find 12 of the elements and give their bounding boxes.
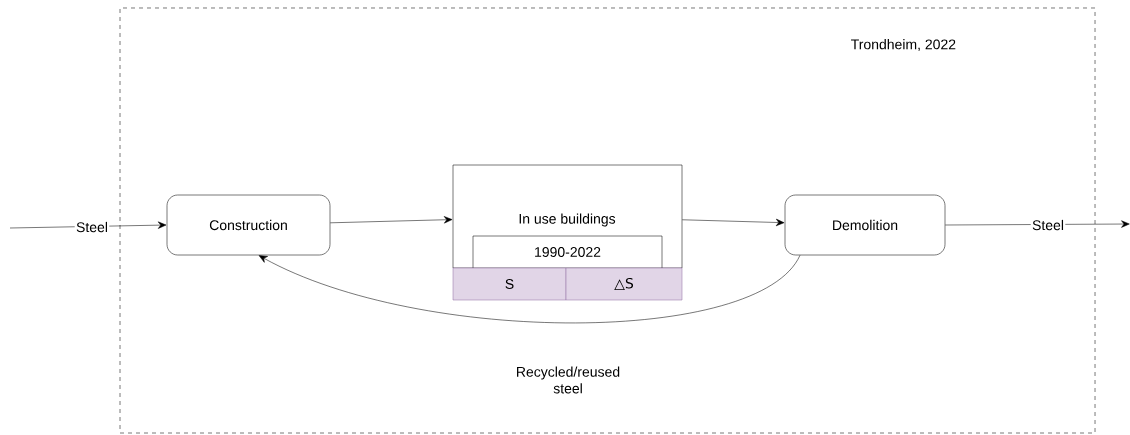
process-box: Construction (166, 194, 331, 256)
process-box: Demolition (784, 194, 946, 256)
stock-change-cell: △S (565, 267, 683, 301)
arrow (682, 218, 785, 227)
stock-cell: S (452, 267, 567, 301)
edge-label: Recycled/reused steel (506, 365, 630, 395)
arrow (9, 221, 167, 229)
arrow (330, 216, 453, 224)
edge-label: Steel (74, 220, 110, 234)
arrow (258, 255, 801, 324)
period-box: 1990-2022 (472, 235, 663, 269)
edge-label: Steel (1030, 218, 1066, 232)
